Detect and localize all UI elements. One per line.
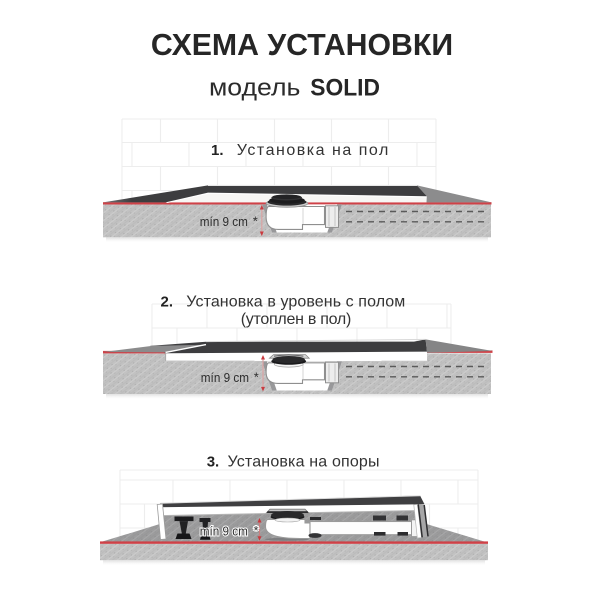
svg-text:Установка в уровень с полом: Установка в уровень с полом (186, 294, 405, 311)
svg-text:mín 9 cm: mín 9 cm (200, 525, 248, 539)
svg-text:3.: 3. (207, 453, 220, 470)
svg-text:2.: 2. (161, 293, 174, 310)
svg-text:1.: 1. (211, 142, 224, 159)
svg-text:Установка на пол: Установка на пол (237, 142, 388, 159)
svg-text:SOLID: SOLID (310, 75, 380, 102)
svg-text:*: * (254, 523, 259, 538)
svg-text:mín 9 cm: mín 9 cm (200, 215, 248, 229)
svg-text:*: * (253, 213, 258, 228)
svg-text:mín 9 cm: mín 9 cm (201, 371, 249, 385)
svg-text:*: * (254, 369, 259, 384)
svg-text:(утоплен в пол): (утоплен в пол) (241, 311, 352, 328)
svg-text:модель: модель (209, 75, 300, 102)
svg-text:СХЕМА УСТАНОВКИ: СХЕМА УСТАНОВКИ (151, 27, 453, 62)
svg-text:Установка на опоры: Установка на опоры (228, 454, 380, 471)
